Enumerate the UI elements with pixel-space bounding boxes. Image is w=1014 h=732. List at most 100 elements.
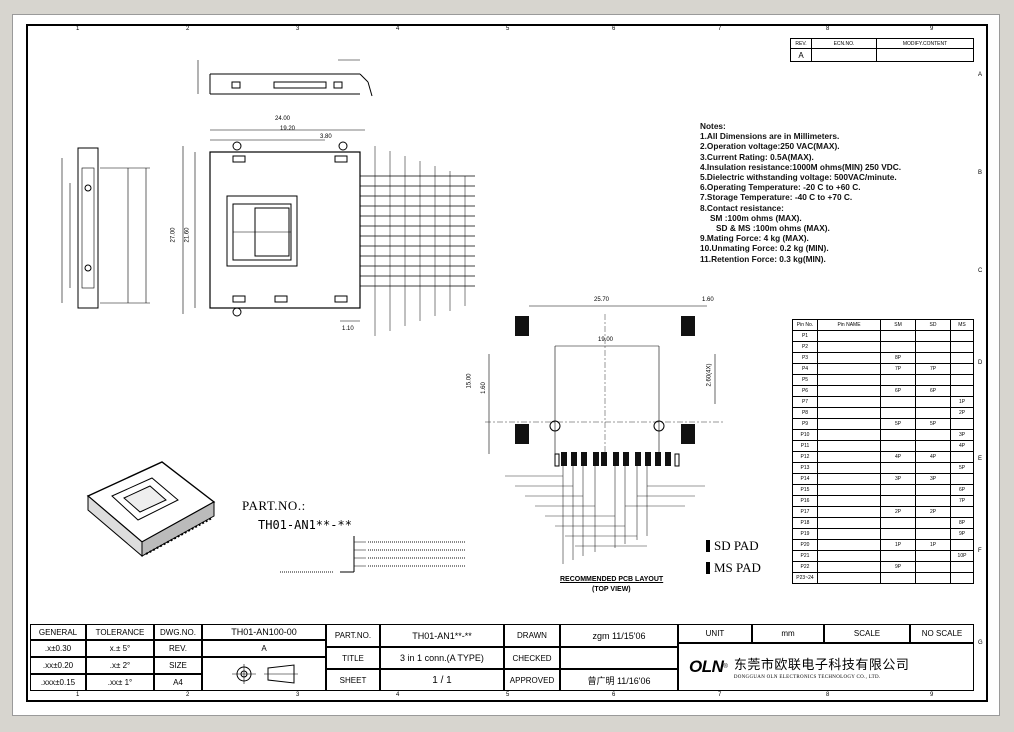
note-item: 7.Storage Temperature: -40 C to +70 C.	[700, 192, 853, 203]
zone-row-label: D	[978, 360, 983, 366]
note-item: 1.All Dimensions are in Millimeters.	[700, 131, 840, 142]
pin-table-header: SM	[880, 319, 916, 331]
tolerance-label: TOLERANCE	[86, 624, 154, 640]
tol-angular: .x± 2°	[86, 657, 154, 674]
tol-angular: x.± 5°	[86, 640, 154, 657]
dim-label: 1.10	[342, 326, 354, 332]
approved-value: 曾广明 11/16'06	[560, 669, 678, 691]
note-item: 9.Mating Force: 4 kg (MAX).	[700, 233, 809, 244]
sheet-label: SHEET	[326, 669, 380, 691]
pin-row: P1	[792, 330, 974, 342]
title-label: TITLE	[326, 647, 380, 669]
zone-row-label: C	[978, 268, 983, 274]
rev-label: REV.	[154, 640, 202, 657]
pcb-dim-label: 25.70	[594, 297, 610, 303]
ms-pad-label: MS PAD	[714, 560, 761, 575]
side-view-drawing	[197, 59, 373, 97]
ms-pad-swatch	[706, 562, 710, 574]
drawn-value: zgm 11/15'06	[560, 624, 678, 647]
projection-symbol	[202, 657, 326, 691]
drawn-label: DRAWN	[504, 624, 560, 647]
zone-row-label: A	[978, 72, 983, 78]
tol-linear: .xx±0.20	[30, 657, 86, 674]
pcb-layout-subtitle: (TOP VIEW)	[592, 586, 631, 593]
isometric-view-drawing	[86, 461, 216, 558]
tol-angular: .xx± 1°	[86, 674, 154, 691]
part-no-value: TH01-AN1**-**	[258, 518, 352, 532]
third-angle-projection-icon	[232, 664, 298, 684]
part-no-label-cell: PART.NO.	[326, 624, 380, 647]
pin-table-header: SD	[915, 319, 951, 331]
title-value: 3 in 1 conn.(A TYPE)	[380, 647, 504, 669]
dwg-no-value: TH01-AN100-00	[202, 624, 326, 640]
zone-col-label: 7	[718, 692, 722, 698]
zone-col-label: 5	[506, 692, 510, 698]
zone-row-label: E	[978, 456, 983, 462]
unit-label: UNIT	[678, 624, 752, 643]
note-item: SM :100m ohms (MAX).	[710, 212, 802, 223]
dim-label: 21.60	[184, 227, 191, 243]
zone-col-label: 1	[76, 692, 80, 698]
company-logo: OLN	[689, 657, 724, 676]
zone-col-label: 3	[296, 26, 300, 32]
tol-linear: .xxx±0.15	[30, 674, 86, 691]
zone-col-label: 6	[612, 692, 616, 698]
rev-value: A	[790, 48, 812, 62]
pcb-layout-title: RECOMMENDED PCB LAYOUT	[560, 576, 664, 583]
note-item: 3.Current Rating: 0.5A(MAX).	[700, 151, 814, 162]
general-label: GENERAL	[30, 624, 86, 640]
top-view-drawing	[182, 129, 475, 336]
dim-label: 27.00	[170, 227, 177, 243]
notes-block: Notes: 1.All Dimensions are in Millimete…	[700, 121, 901, 264]
unit-value: mm	[752, 624, 824, 643]
pin-table-header: Pin No.	[792, 319, 818, 331]
registered-mark-icon: ®	[723, 664, 728, 670]
pcb-dim-label: 2.60(4X)	[706, 363, 713, 387]
company-name-en: DONGGUAN OLN ELECTRONICS TECHNOLOGY CO.,…	[733, 675, 881, 680]
pcb-dim-label: 15.00	[466, 373, 473, 389]
zone-col-label: 4	[396, 26, 400, 32]
company-block: OLN ® 东莞市欧联电子科技有限公司 DONGGUAN OLN ELECTRO…	[678, 643, 974, 691]
dim-label: 3.80	[320, 134, 332, 140]
zone-col-label: 6	[612, 26, 616, 32]
rev-header: REV.	[790, 38, 812, 49]
pin-table-header: MS	[950, 319, 974, 331]
dwg-no-label: DWG.NO.	[154, 624, 202, 640]
part-no-value-cell: TH01-AN1**-**	[380, 624, 504, 647]
ecn-header: ECN.NO.	[811, 38, 877, 49]
zone-col-label: 7	[718, 26, 722, 32]
dim-label: 24.00	[275, 116, 291, 122]
note-item: SD & MS :100m ohms (MAX).	[716, 223, 830, 234]
sd-pad-label: SD PAD	[714, 538, 759, 553]
approved-label: APPROVED	[504, 669, 560, 691]
pin-row: P2	[792, 341, 974, 353]
checked-value	[560, 647, 678, 669]
zone-col-label: 3	[296, 692, 300, 698]
zone-col-label: 1	[76, 26, 80, 32]
pcb-dim-label: 1.60	[702, 297, 714, 303]
zone-col-label: 2	[186, 26, 190, 32]
note-item: 2.Operation voltage:250 VAC(MAX).	[700, 141, 840, 152]
dim-label: 19.20	[280, 126, 296, 132]
zone-col-label: 8	[826, 26, 830, 32]
pin-row: P5	[792, 374, 974, 386]
note-item: 5.Dielectric withstanding voltage: 500VA…	[700, 172, 897, 183]
zone-col-label: 8	[826, 692, 830, 698]
